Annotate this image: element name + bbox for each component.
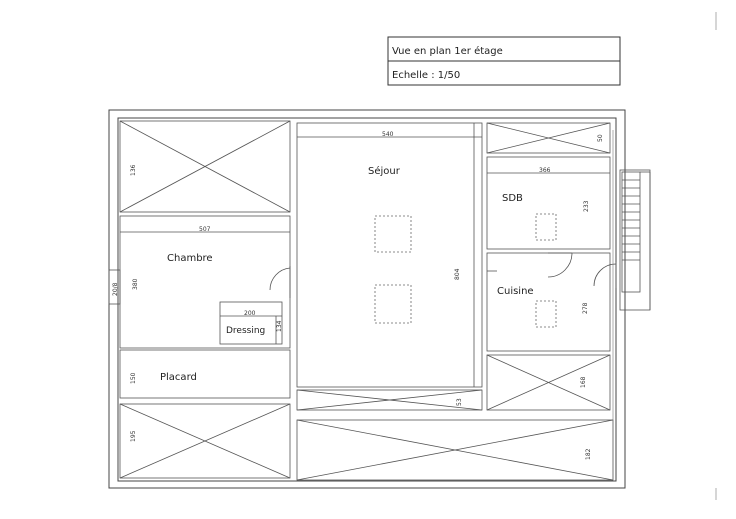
dim-sejour-height: 804 bbox=[454, 268, 461, 280]
placard-label: Placard bbox=[160, 372, 197, 383]
void-bottom-left bbox=[119, 403, 291, 479]
dim-chambre-height: 380 bbox=[132, 278, 139, 290]
dim-dressing-height: 134 bbox=[276, 320, 283, 332]
dim-void-bottom-left: 195 bbox=[130, 430, 137, 442]
dim-sejour-width: 540 bbox=[382, 131, 394, 138]
void-bottom-right bbox=[486, 354, 611, 411]
void-bottom-middle bbox=[296, 419, 614, 481]
strip-middle bbox=[296, 389, 483, 411]
dim-void-mid-right: 168 bbox=[580, 376, 587, 388]
dressing-label: Dressing bbox=[226, 326, 265, 336]
dim-dressing-width: 200 bbox=[244, 310, 256, 317]
exterior-stairs bbox=[619, 169, 651, 311]
dim-sdb-height: 233 bbox=[583, 200, 590, 212]
room-cuisine bbox=[486, 252, 611, 352]
scale-label: Echelle : 1/50 bbox=[392, 70, 460, 81]
sejour-label: Séjour bbox=[368, 165, 401, 177]
void-top-right bbox=[486, 122, 611, 154]
left-window bbox=[108, 269, 121, 305]
sdb-door bbox=[547, 252, 573, 278]
room-placard bbox=[119, 349, 291, 399]
dimension-labels: 540 804 366 233 507 380 20/8 278 200 134… bbox=[112, 131, 604, 460]
dim-cuisine-height: 278 bbox=[582, 302, 589, 314]
room-sejour bbox=[296, 122, 483, 388]
chambre-label: Chambre bbox=[167, 253, 213, 264]
sdb-label: SDB bbox=[502, 193, 523, 204]
cuisine-label: Cuisine bbox=[497, 286, 534, 297]
void-top-left bbox=[119, 120, 291, 213]
dim-strip-middle: 53 bbox=[456, 398, 463, 406]
pillars bbox=[374, 213, 557, 328]
dim-chambre-width: 507 bbox=[199, 226, 211, 233]
room-dressing bbox=[219, 301, 283, 345]
dim-placard-height: 150 bbox=[130, 372, 137, 384]
dim-void-top-right: 50 bbox=[597, 134, 604, 142]
room-sdb bbox=[486, 156, 611, 250]
dim-void-bottom-right: 182 bbox=[585, 448, 592, 460]
dim-sdb-width: 366 bbox=[539, 167, 551, 174]
dim-void-top-left: 136 bbox=[130, 164, 137, 176]
chambre-door bbox=[269, 266, 291, 298]
view-title: Vue en plan 1er étage bbox=[392, 45, 503, 57]
title-block: Vue en plan 1er étage Echelle : 1/50 bbox=[387, 36, 621, 86]
dim-chambre-side: 20/8 bbox=[112, 282, 119, 296]
